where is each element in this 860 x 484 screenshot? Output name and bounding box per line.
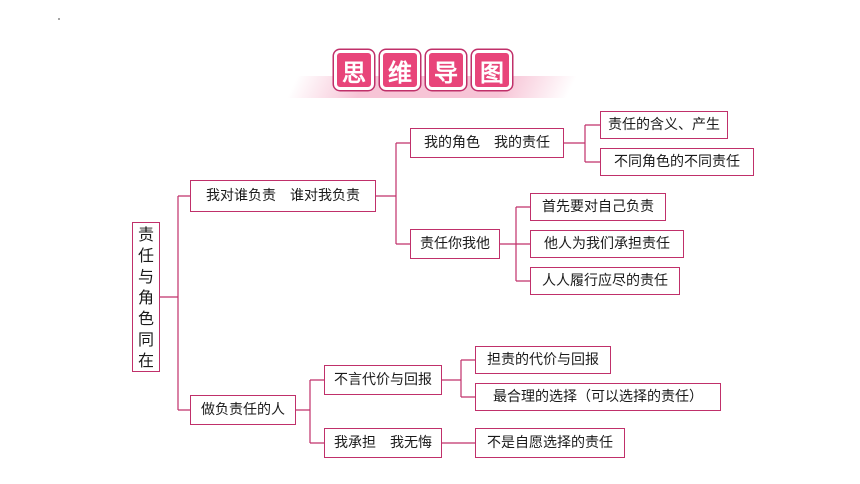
title-char-4: 图 (472, 50, 512, 90)
sub-node-1-2: 责任你我他 (410, 229, 500, 259)
leaf-node-2-2-1: 不是自愿选择的责任 (475, 428, 625, 458)
title-char-1: 思 (334, 50, 374, 90)
title-char-3: 导 (426, 50, 466, 90)
connector-sub-2-1 (442, 359, 475, 398)
title-char-2: 维 (380, 50, 420, 90)
leaf-node-1-2-1: 首先要对自己负责 (530, 193, 666, 221)
connector-sub-1-1 (564, 124, 600, 163)
connector-branch-1 (376, 142, 410, 245)
branch-node-2: 做负责任的人 (190, 395, 296, 425)
root-node-char-4: 角 (137, 287, 154, 307)
leaf-node-1-1-2: 不同角色的不同责任 (600, 148, 754, 176)
root-node: 责任与角色同在 (132, 222, 160, 372)
connector-branch-2 (296, 379, 324, 444)
sub-node-1-1: 我的角色 我的责任 (410, 128, 564, 158)
root-node-char-2: 任 (137, 245, 154, 265)
connector-group (160, 124, 600, 444)
root-node-char-5: 色 (137, 308, 154, 328)
sub-node-2-1: 不言代价与回报 (324, 365, 442, 395)
root-node-char-1: 责 (137, 224, 154, 244)
leaf-node-1-2-3: 人人履行应尽的责任 (530, 267, 680, 295)
title-characters: 思 维 导 图 (334, 50, 512, 90)
leaf-node-2-1-1: 担责的代价与回报 (475, 346, 611, 374)
root-node-char-6: 同 (137, 329, 154, 349)
root-node-char-7: 在 (137, 350, 154, 370)
connector-root (160, 195, 190, 411)
leaf-node-1-2-2: 他人为我们承担责任 (530, 230, 684, 258)
leaf-node-1-1-1: 责任的含义、产生 (600, 111, 728, 139)
sub-node-2-2: 我承担 我无悔 (324, 428, 442, 458)
leaf-node-2-1-2: 最合理的选择（可以选择的责任） (475, 383, 721, 411)
mind-map-title-banner: 思 维 导 图 (286, 46, 578, 106)
branch-node-1: 我对谁负责 谁对我负责 (190, 180, 376, 212)
connector-sub-1-2 (500, 206, 530, 282)
root-node-char-3: 与 (137, 266, 154, 286)
corner-dot (58, 18, 60, 20)
